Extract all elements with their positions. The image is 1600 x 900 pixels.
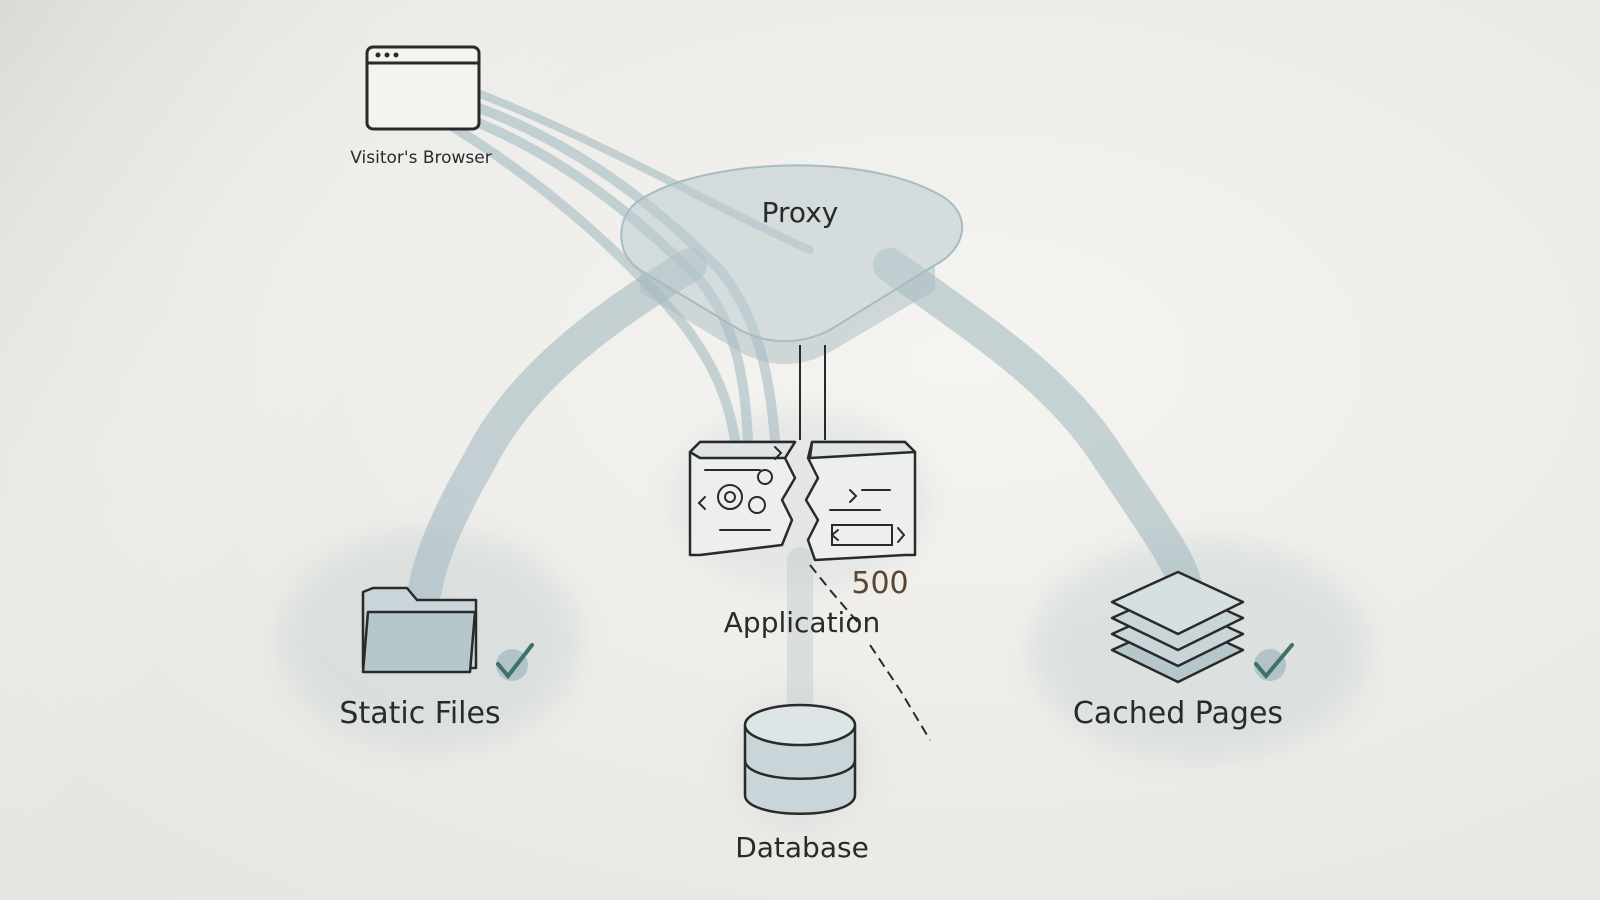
static-files-node: Static Files — [339, 586, 534, 731]
proxy-base — [640, 265, 935, 364]
gear-icon — [717, 469, 773, 514]
crack-lines — [809, 564, 931, 741]
pipe-proxy-to-cached-pages — [873, 248, 1202, 602]
database-label: Database — [735, 831, 869, 864]
application-label: Application — [724, 606, 880, 639]
browser-label: Visitor's Browser — [350, 148, 491, 168]
proxy-box — [620, 164, 964, 343]
database-node: Database — [735, 703, 869, 864]
proxy-app-lines — [799, 345, 826, 440]
browser-window-icon — [365, 45, 481, 131]
code-marks — [697, 446, 906, 546]
proxy-label: Proxy — [762, 196, 839, 229]
static-files-label: Static Files — [339, 696, 500, 731]
database-icon — [743, 703, 857, 815]
application-node: 500 Application — [688, 440, 931, 741]
error-code: 500 — [851, 566, 908, 601]
cached-pages-node: Cached Pages — [1073, 570, 1294, 731]
cached-pages-label: Cached Pages — [1073, 696, 1283, 731]
connection-pipes — [408, 248, 1202, 728]
stacked-layers-icon — [1110, 570, 1245, 684]
folder-icon — [361, 586, 478, 674]
check-icon — [496, 643, 534, 681]
pipe-proxy-to-static-files — [408, 248, 707, 607]
proxy-node: Proxy — [620, 164, 964, 364]
browser-node: Visitor's Browser — [350, 45, 492, 168]
check-icon — [1254, 643, 1294, 681]
